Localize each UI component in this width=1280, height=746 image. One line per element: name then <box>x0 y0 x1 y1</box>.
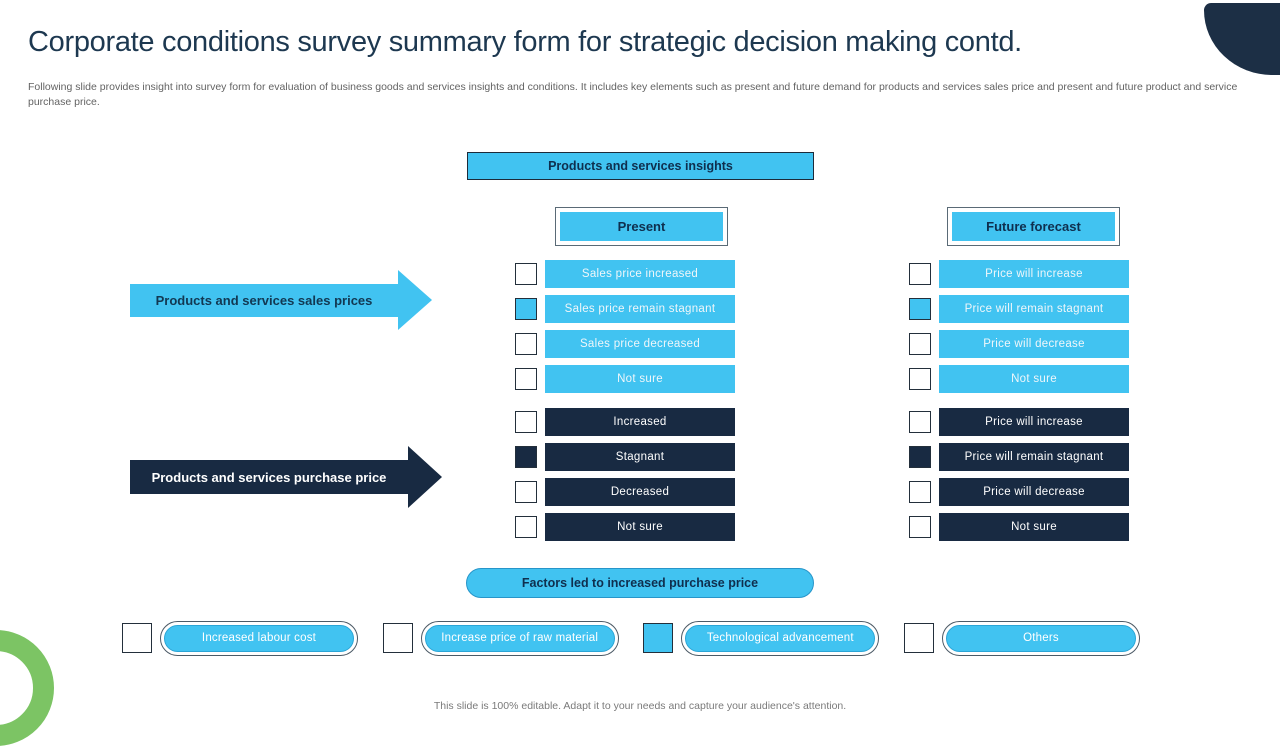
option-row: Price will remain stagnant <box>909 295 1129 323</box>
column-header-future: Future forecast <box>947 207 1120 246</box>
option-row: Stagnant <box>515 443 735 471</box>
checkbox-sales-price-remain-stagnant[interactable] <box>515 298 537 320</box>
option-row: Price will increase <box>909 260 1129 288</box>
option-label: Increased <box>545 408 735 436</box>
option-row: Not sure <box>909 513 1129 541</box>
option-row: Not sure <box>909 365 1129 393</box>
factor-pill-label: Increased labour cost <box>164 624 354 652</box>
column-header-present-label: Present <box>560 212 723 241</box>
option-label: Price will decrease <box>939 478 1129 506</box>
checkbox-increase-price-of-raw-material[interactable] <box>382 623 413 653</box>
checkbox-purchase-increased[interactable] <box>515 411 537 433</box>
option-row: Decreased <box>515 478 735 506</box>
factor-group: Others <box>903 620 1140 656</box>
factor-pill-label: Others <box>945 624 1136 652</box>
option-label: Stagnant <box>545 443 735 471</box>
checkbox-increased-labour-cost[interactable] <box>122 623 152 653</box>
factors-row: Increased labour cost Increase price of … <box>122 620 1140 656</box>
option-label: Sales price decreased <box>545 330 735 358</box>
checkbox-purchase-not-sure[interactable] <box>515 516 537 538</box>
option-label: Price will increase <box>939 408 1129 436</box>
page-title: Corporate conditions survey summary form… <box>28 26 1022 58</box>
option-label: Decreased <box>545 478 735 506</box>
option-label: Not sure <box>545 365 735 393</box>
option-row: Sales price increased <box>515 260 735 288</box>
sales-prices-arrow-head-icon <box>398 270 432 330</box>
option-label: Not sure <box>545 513 735 541</box>
checkbox-price-will-increase[interactable] <box>909 263 931 285</box>
factors-header: Factors led to increased purchase price <box>466 568 814 598</box>
option-row: Price will decrease <box>909 330 1129 358</box>
checkbox-others[interactable] <box>903 623 934 653</box>
checkbox-future-not-sure[interactable] <box>909 368 931 390</box>
option-row: Not sure <box>515 513 735 541</box>
purchase-price-arrow-head-icon <box>408 446 442 508</box>
checkbox-sales-not-sure[interactable] <box>515 368 537 390</box>
factor-group: Increase price of raw material <box>382 620 619 656</box>
factor-pill: Technological advancement <box>681 620 880 656</box>
option-row: Sales price remain stagnant <box>515 295 735 323</box>
checkbox-purchase-price-will-decrease[interactable] <box>909 481 931 503</box>
checkbox-purchase-price-will-increase[interactable] <box>909 411 931 433</box>
option-row: Price will remain stagnant <box>909 443 1129 471</box>
checkbox-purchase-price-will-remain-stagnant[interactable] <box>909 446 931 468</box>
column-header-future-label: Future forecast <box>952 212 1115 241</box>
factor-pill-label: Increase price of raw material <box>424 624 615 652</box>
factor-pill-label: Technological advancement <box>685 624 876 652</box>
column-header-present: Present <box>555 207 728 246</box>
slide-description: Following slide provides insight into su… <box>28 81 1238 109</box>
factor-group: Technological advancement <box>643 620 880 656</box>
option-label: Price will remain stagnant <box>939 443 1129 471</box>
corner-quarter-circle <box>1204 3 1280 75</box>
checkbox-price-will-decrease[interactable] <box>909 333 931 355</box>
option-label: Price will increase <box>939 260 1129 288</box>
factor-pill: Increase price of raw material <box>420 620 619 656</box>
green-ring-decoration <box>0 630 54 746</box>
checkbox-purchase-stagnant[interactable] <box>515 446 537 468</box>
checkbox-sales-price-increased[interactable] <box>515 263 537 285</box>
checkbox-purchase-future-not-sure[interactable] <box>909 516 931 538</box>
checkbox-technological-advancement[interactable] <box>643 623 674 653</box>
factor-pill: Others <box>941 620 1140 656</box>
option-label: Not sure <box>939 513 1129 541</box>
checkbox-sales-price-decreased[interactable] <box>515 333 537 355</box>
insights-header: Products and services insights <box>467 152 814 180</box>
option-label: Price will remain stagnant <box>939 295 1129 323</box>
option-row: Increased <box>515 408 735 436</box>
sales-prices-arrow: Products and services sales prices <box>130 284 398 317</box>
checkbox-purchase-decreased[interactable] <box>515 481 537 503</box>
option-label: Sales price increased <box>545 260 735 288</box>
purchase-price-arrow: Products and services purchase price <box>130 460 408 494</box>
option-label: Price will decrease <box>939 330 1129 358</box>
option-label: Not sure <box>939 365 1129 393</box>
option-label: Sales price remain stagnant <box>545 295 735 323</box>
option-row: Price will increase <box>909 408 1129 436</box>
factor-pill: Increased labour cost <box>160 620 358 656</box>
option-row: Price will decrease <box>909 478 1129 506</box>
checkbox-price-will-remain-stagnant[interactable] <box>909 298 931 320</box>
option-row: Not sure <box>515 365 735 393</box>
editable-note: This slide is 100% editable. Adapt it to… <box>433 700 847 712</box>
factor-group: Increased labour cost <box>122 620 358 656</box>
option-row: Sales price decreased <box>515 330 735 358</box>
